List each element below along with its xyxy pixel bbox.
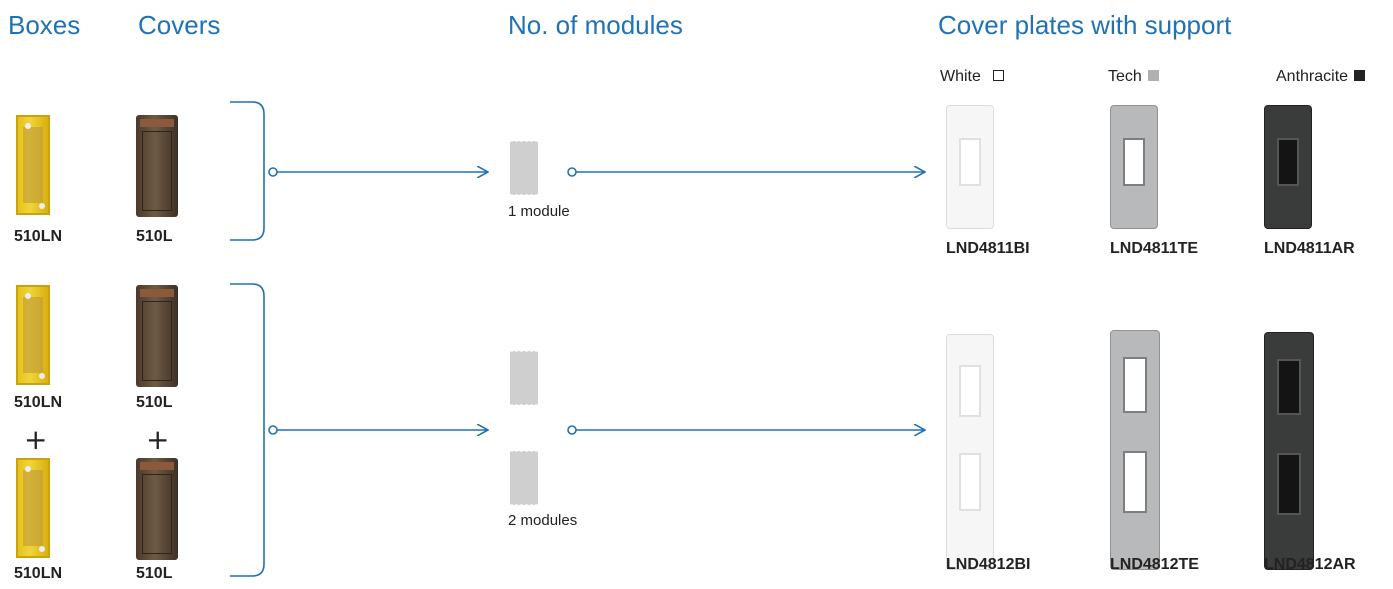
node-circle [268,425,278,435]
plate-code: LND4811TE [1110,240,1199,257]
module-label: 1 module [508,203,570,220]
finish-tech-label: Tech [1108,68,1142,85]
box-510ln-image [16,285,50,385]
box-510ln-image [16,458,50,558]
bracket-row1 [230,101,265,241]
plate-white-2-module [946,334,994,570]
plate-tech-1-module [1110,105,1158,229]
plate-white-1-module [946,105,994,229]
header-boxes: Boxes [8,10,81,40]
tech-swatch-icon [1147,70,1159,81]
node-circle [567,167,577,177]
plate-tech-2-module [1110,330,1160,570]
white-swatch-icon [992,70,1004,81]
header-covers: Covers [138,10,221,40]
cover-code: 510L [136,565,173,582]
plate-code: LND4812TE [1110,556,1199,573]
cover-code: 510L [136,394,173,411]
cover-510l-image [136,458,178,560]
box-code: 510LN [14,565,63,582]
header-modules: No. of modules [508,10,683,40]
plus-icon: + [24,423,48,456]
box-code: 510LN [14,228,63,245]
finish-tech: Tech [1108,68,1159,86]
anthracite-swatch-icon [1354,70,1366,81]
box-code: 510LN [14,394,63,411]
cover-code: 510L [136,228,173,245]
finish-anthracite: Anthracite [1276,68,1366,86]
module-image [510,351,538,405]
node-circle [268,167,278,177]
finish-white-label: White [940,68,981,85]
bracket-row2 [230,283,265,577]
finish-white: White [940,68,1004,86]
plate-code: LND4812BI [946,556,1031,573]
plate-anthracite-1-module [1264,105,1312,229]
module-image [510,141,538,195]
box-510ln-image [16,115,50,215]
cover-510l-image [136,115,178,217]
module-label: 2 modules [508,512,578,529]
module-image [510,451,538,505]
cover-510l-image [136,285,178,387]
finish-anthracite-label: Anthracite [1276,68,1349,85]
plate-anthracite-2-module [1264,332,1314,570]
plus-icon: + [146,423,170,456]
node-circle [567,425,577,435]
plate-code: LND4811AR [1264,240,1355,257]
header-cover-plates: Cover plates with support [938,10,1232,40]
plate-code: LND4812AR [1264,556,1356,573]
plate-code: LND4811BI [946,240,1030,257]
